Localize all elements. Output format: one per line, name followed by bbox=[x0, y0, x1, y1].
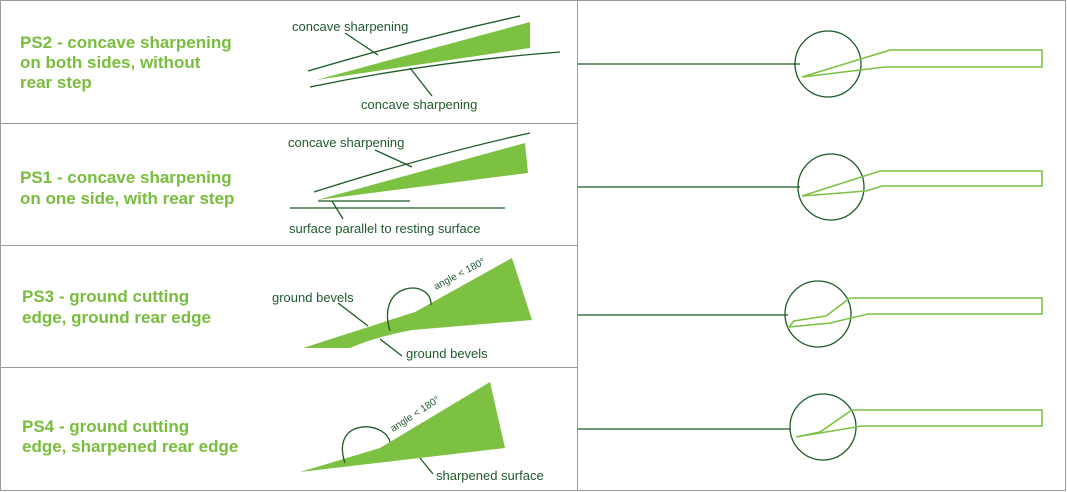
ps1-blade-profile bbox=[317, 143, 528, 200]
ps3-detail-circle bbox=[784, 280, 852, 348]
ps2-bottom-concave-line bbox=[309, 51, 561, 88]
ps2-title-line-2: on both sides, without bbox=[20, 53, 201, 72]
ps2-label-concave-bottom: concave sharpening bbox=[361, 97, 477, 112]
ps1-concave-line bbox=[313, 132, 531, 193]
ps4-blade-profile bbox=[300, 382, 505, 472]
ps2-label-leader-2 bbox=[409, 67, 433, 97]
ps4-angle-arc bbox=[341, 426, 391, 464]
ps1-title-line-1: PS1 - concave sharpening bbox=[20, 168, 232, 187]
ps1-label-concave: concave sharpening bbox=[288, 135, 404, 150]
ps4-title-line-2: edge, sharpened rear edge bbox=[22, 437, 238, 456]
ps3-label-bevels-bottom: ground bevels bbox=[406, 346, 488, 361]
ps4-tool-outline bbox=[795, 409, 1043, 438]
ps4-detail-circle bbox=[789, 393, 857, 461]
row-ps1: PS1 - concave sharpening on one side, wi… bbox=[20, 132, 1043, 236]
ps2-title-line-1: PS2 - concave sharpening bbox=[20, 33, 232, 52]
ps3-label-leader-2 bbox=[379, 338, 403, 357]
row-ps2: PS2 - concave sharpening on both sides, … bbox=[20, 15, 1043, 112]
ps1-detail-circle bbox=[797, 153, 865, 221]
row-ps3: PS3 - ground cutting edge, ground rear e… bbox=[22, 256, 1043, 361]
ps2-title-line-3: rear step bbox=[20, 73, 92, 92]
ps3-title-line-2: edge, ground rear edge bbox=[22, 308, 211, 327]
ps1-label-leader-1 bbox=[374, 149, 413, 168]
ps2-top-concave-line bbox=[307, 15, 521, 72]
ps1-label-leader-2 bbox=[331, 200, 344, 220]
ps2-detail-circle bbox=[794, 30, 862, 98]
ps1-label-parallel-surface: surface parallel to resting surface bbox=[289, 221, 480, 236]
ps1-title-line-2: on one side, with rear step bbox=[20, 189, 234, 208]
ps4-label-leader bbox=[419, 457, 434, 475]
row-ps4: PS4 - ground cutting edge, sharpened rea… bbox=[22, 382, 1043, 483]
ps3-angle-arc bbox=[387, 287, 432, 332]
ps1-tool-outline bbox=[801, 170, 1043, 197]
ps3-title-line-1: PS3 - ground cutting bbox=[22, 287, 189, 306]
ps2-tool-outline bbox=[801, 49, 1043, 78]
ps4-title-line-1: PS4 - ground cutting bbox=[22, 417, 189, 436]
ps3-tool-outline bbox=[787, 297, 1043, 328]
ps2-blade-profile bbox=[316, 22, 530, 80]
ps3-label-bevels-top: ground bevels bbox=[272, 290, 354, 305]
ps3-label-leader-1 bbox=[337, 302, 369, 327]
ps2-label-leader-1 bbox=[344, 32, 379, 56]
ps2-label-concave-top: concave sharpening bbox=[292, 19, 408, 34]
ps4-label-sharpened-surface: sharpened surface bbox=[436, 468, 544, 483]
ps3-blade-profile bbox=[303, 258, 532, 348]
